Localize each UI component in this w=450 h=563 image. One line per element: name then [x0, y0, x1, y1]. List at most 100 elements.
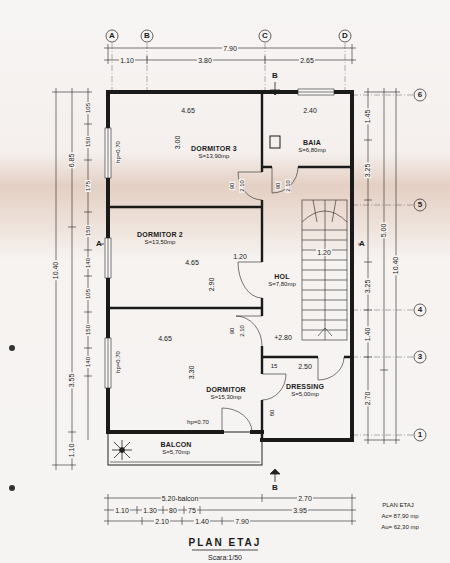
room-area: S=5,00mp	[291, 391, 319, 398]
outer-walls	[108, 92, 352, 440]
plan-label: A	[358, 240, 366, 248]
grid-circles	[106, 30, 426, 441]
plan-label: 1.10	[119, 57, 135, 64]
plan-label: hp=0.70	[115, 140, 121, 164]
plan-label: 80	[168, 507, 178, 514]
plan-label: D	[341, 32, 349, 40]
windows	[105, 89, 334, 388]
plan-label: 2.10	[285, 179, 291, 193]
plan-label: 175	[85, 180, 91, 192]
room-area: S=5,70mp	[162, 449, 190, 456]
plan-label: 2.10	[239, 324, 245, 338]
plan-label: 3.95	[292, 507, 308, 514]
plan-label: 150	[85, 225, 91, 237]
plan-label: A	[95, 240, 103, 248]
dimension-lines	[52, 44, 400, 525]
room-label: DORMITORS=15,30mp	[198, 383, 254, 403]
room-name: HOL	[274, 273, 289, 281]
plan-label: Au= 62,30 mp	[380, 524, 420, 530]
plan-label: 4.65	[184, 259, 200, 266]
plan-label: 1.40	[365, 326, 372, 342]
punch-hole	[9, 345, 15, 351]
plan-label: 105	[85, 288, 91, 300]
room-label: DORMITOR 3S=13,90mp	[186, 142, 242, 162]
room-area: S=6,80mp	[298, 147, 326, 154]
room-name: DRESSING	[286, 383, 324, 391]
plan-label: 10.40	[53, 260, 60, 280]
plant-symbol	[112, 440, 132, 460]
room-name: DORMITOR 2	[137, 231, 183, 239]
room-name: BALCON	[160, 441, 191, 449]
room-name: DORMITOR 3	[191, 145, 237, 153]
plan-label: A	[108, 32, 116, 40]
inner-walls	[108, 92, 352, 440]
plan-label: B	[271, 484, 279, 492]
plan-label: 5.20-balcon	[161, 495, 200, 502]
plan-label: 2.70	[297, 495, 313, 502]
room-area: S=13,90mp	[199, 153, 230, 160]
room-label: BAIAS=6,80mp	[287, 136, 337, 156]
plan-label: B	[143, 32, 151, 40]
plan-label: C	[261, 32, 269, 40]
plan-label: +2.80	[273, 334, 293, 341]
plan-label: 1.20	[232, 253, 248, 260]
plan-label: 1.30	[142, 507, 158, 514]
plan-label: 90	[229, 182, 235, 191]
plan-label: 140	[85, 356, 91, 368]
room-area: S=13,50mp	[145, 239, 176, 246]
plan-label: 2.70	[365, 390, 372, 406]
plan-label: 3.25	[365, 162, 372, 178]
section-markers	[101, 82, 361, 482]
plan-label: hp=0.70	[115, 350, 121, 374]
plan-label: 10.40	[393, 255, 400, 275]
room-label: HOLS=7,80mp	[264, 270, 300, 290]
room-name: DORMITOR	[206, 386, 246, 394]
plan-label: 1.45	[365, 108, 372, 124]
plan-label: 150	[85, 324, 91, 336]
plan-label: 4.65	[180, 107, 196, 114]
plan-label: 15	[270, 363, 279, 369]
plan-label: 140	[85, 257, 91, 269]
room-label: DRESSINGS=5,00mp	[280, 380, 330, 400]
plan-label: 5.00	[381, 222, 388, 238]
scale-caption: Scara:1/50	[208, 554, 242, 561]
plan-label: 3.25	[365, 278, 372, 294]
plan-label: 3.55	[69, 372, 76, 388]
plan-label: 3.80	[197, 57, 213, 64]
plan-label: 3.30	[189, 364, 196, 380]
plan-label: 80	[269, 409, 275, 418]
plan-label: 90	[229, 327, 235, 336]
plan-label: 150	[85, 136, 91, 148]
staircase	[302, 200, 347, 340]
plan-label: 2.40	[302, 107, 318, 114]
room-area: S=15,30mp	[211, 394, 242, 401]
plan-label: 105	[85, 102, 91, 114]
plan-label: 6	[417, 91, 423, 99]
room-name: BAIA	[303, 139, 321, 147]
plan-label: 1.20	[316, 249, 332, 256]
plan-label: 75	[187, 507, 197, 514]
plan-label: PLAN ETAJ	[381, 502, 415, 508]
plan-label: 2.50	[297, 363, 313, 370]
title-underline	[192, 550, 258, 551]
plan-label: 5	[417, 201, 423, 209]
plan-label: 90	[275, 182, 281, 191]
punch-hole	[9, 485, 15, 491]
room-label: DORMITOR 2S=13,50mp	[132, 228, 188, 248]
balcony	[108, 432, 262, 465]
plan-label: 2.10	[154, 518, 170, 525]
plan-label: hp=0.70	[186, 419, 210, 425]
room-label: BALCONS=5,70mp	[151, 438, 201, 458]
plan-label: 7.90	[234, 518, 250, 525]
plan-label: Ac= 87,90 mp	[380, 513, 419, 519]
plan-label: 1.40	[194, 518, 210, 525]
plan-label: 7.90	[222, 45, 238, 52]
plan-label: 6.85	[69, 152, 76, 168]
plan-label: 4.65	[157, 335, 173, 342]
plan-label: 2.65	[299, 57, 315, 64]
plan-label: 4	[417, 306, 423, 314]
room-area: S=7,80mp	[268, 281, 296, 288]
plan-label: B	[271, 72, 279, 80]
